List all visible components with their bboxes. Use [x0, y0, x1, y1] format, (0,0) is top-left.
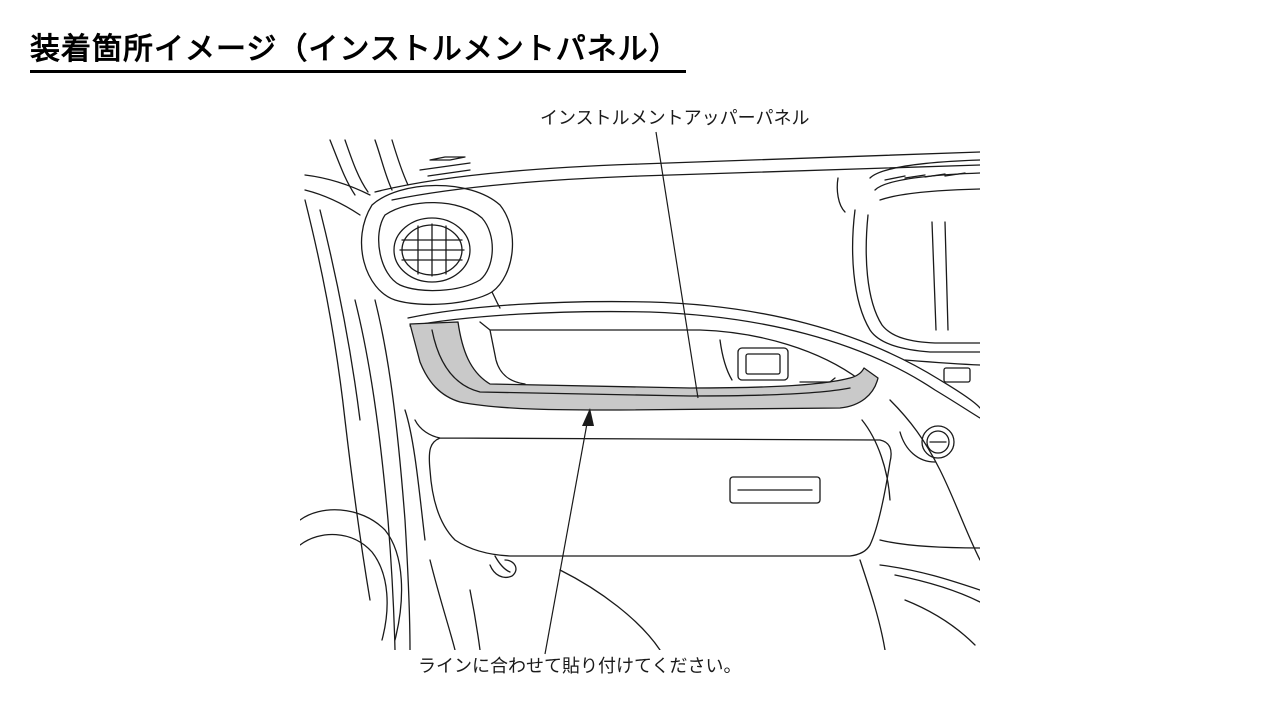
strip-leader: [544, 417, 589, 655]
glovebox: [404, 409, 892, 579]
upper-panel-leader: [655, 131, 699, 399]
strip-leader-arrowhead: [582, 408, 594, 426]
console-knob: [899, 425, 955, 463]
upper-panel-label: インストルメントアッパーパネル: [540, 108, 810, 129]
upper-panel-contour: [407, 300, 980, 419]
page-title: 装着箇所イメージ（インストルメントパネル）: [30, 30, 686, 73]
floor-lines: [429, 559, 980, 650]
instruction-label: ラインに合わせて貼り付けてください。: [418, 656, 742, 677]
right-console: [861, 399, 980, 561]
pillar-lines: [304, 139, 409, 216]
center-console: [836, 159, 980, 383]
dashboard-top: [374, 151, 980, 201]
left-side-panel: [300, 199, 411, 650]
glovebox-frame: [489, 329, 836, 385]
air-vent: [360, 184, 514, 309]
application-strip: [409, 321, 879, 411]
